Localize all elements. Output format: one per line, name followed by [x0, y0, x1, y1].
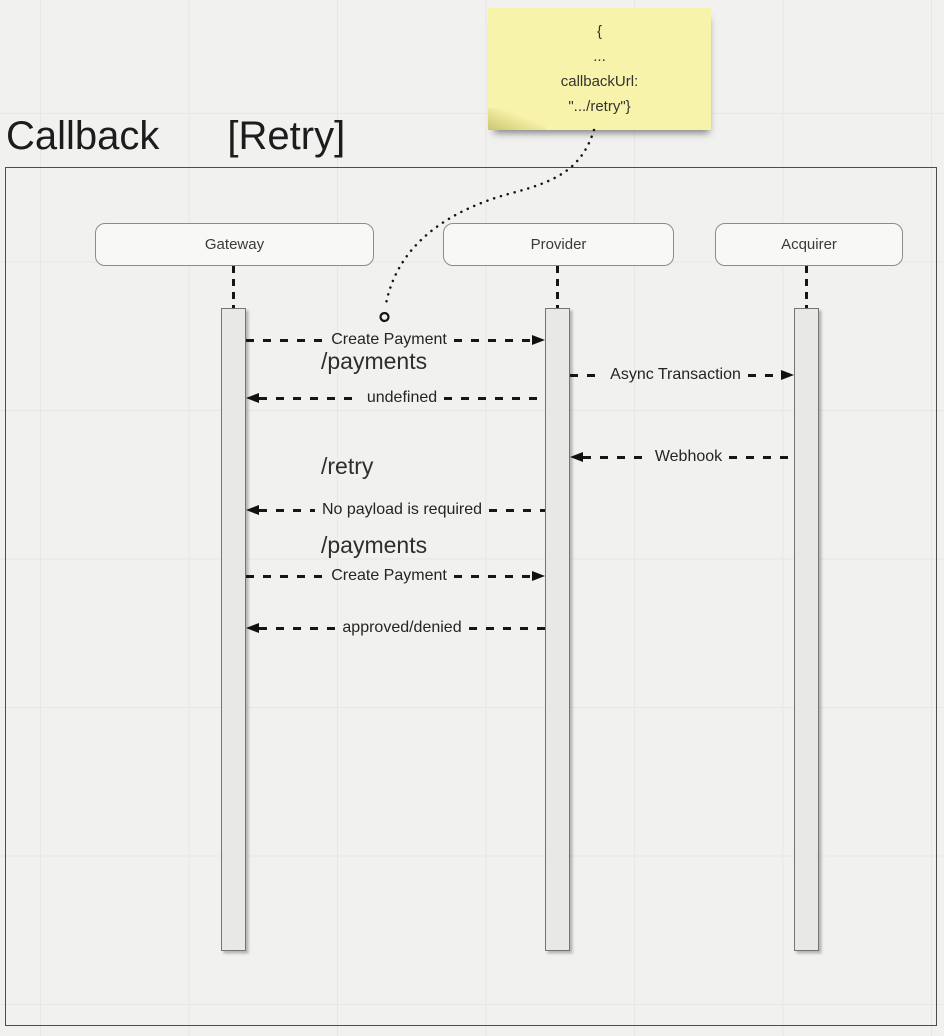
note-line: ".../retry"}: [568, 98, 631, 115]
message-approved-denied[interactable]: approved/denied: [246, 617, 545, 639]
lifeline-label: Gateway: [204, 236, 265, 253]
message-label: Create Payment: [331, 331, 447, 348]
path-label-payments-1[interactable]: /payments: [321, 348, 428, 374]
arrowhead-right-icon: [781, 370, 795, 380]
diagram-title[interactable]: Callback [Retry]: [6, 112, 345, 160]
dashed-line-segment: [468, 626, 545, 630]
dashed-line-segment: [246, 574, 325, 578]
title-name: Callback: [6, 114, 160, 158]
path-label-payments-2[interactable]: /payments: [321, 532, 428, 558]
path-label-retry[interactable]: /retry: [321, 453, 374, 479]
note-fold-corner: [488, 108, 546, 130]
arrowhead-left-icon: [246, 623, 259, 633]
message-label: approved/denied: [342, 619, 462, 636]
dashed-line-segment: [453, 338, 533, 342]
activation-bar-gateway[interactable]: [221, 308, 246, 951]
dashed-line-segment: [259, 508, 315, 512]
dashed-line-segment: [259, 396, 360, 400]
dashed-line-segment: [489, 508, 545, 512]
lifeline-stem-acquirer: [805, 266, 808, 308]
message-label: Create Payment: [331, 567, 447, 584]
message-label: No payload is required: [321, 501, 483, 518]
message-label: Webhook: [654, 448, 723, 465]
message-async-transaction[interactable]: Async Transaction: [570, 364, 795, 386]
lifeline-stem-provider: [556, 266, 559, 308]
note-line: ...: [593, 48, 606, 65]
message-webhook[interactable]: Webhook: [570, 446, 794, 468]
dashed-line-segment: [747, 373, 782, 377]
title-qualifier: [Retry]: [227, 114, 346, 158]
dashed-line-segment: [729, 455, 794, 459]
arrowhead-right-icon: [532, 571, 546, 581]
lifeline-header-gateway[interactable]: Gateway: [95, 223, 374, 266]
lifeline-stem-gateway: [232, 266, 235, 308]
message-create-payment-2[interactable]: Create Payment: [246, 565, 546, 587]
dashed-line-segment: [259, 626, 336, 630]
lifeline-header-provider[interactable]: Provider: [443, 223, 674, 266]
dashed-line-segment: [453, 574, 533, 578]
message-label: Async Transaction: [610, 366, 741, 383]
activation-bar-provider[interactable]: [545, 308, 570, 951]
arrowhead-left-icon: [570, 452, 583, 462]
arrowhead-left-icon: [246, 393, 259, 403]
lifeline-label: Acquirer: [781, 236, 837, 253]
note-line: {: [596, 23, 602, 40]
note-line: callbackUrl:: [560, 73, 639, 90]
arrowhead-left-icon: [246, 505, 259, 515]
dashed-line-segment: [444, 396, 546, 400]
message-undefined-response[interactable]: undefined: [246, 387, 546, 409]
message-create-payment-1[interactable]: Create Payment: [246, 329, 546, 351]
dashed-line-segment: [583, 455, 648, 459]
lifeline-header-acquirer[interactable]: Acquirer: [715, 223, 903, 266]
sticky-note[interactable]: { ... callbackUrl: ".../retry"}: [488, 8, 711, 130]
arrowhead-right-icon: [532, 335, 546, 345]
dashed-line-segment: [570, 373, 604, 377]
dashed-line-segment: [246, 338, 325, 342]
activation-bar-acquirer[interactable]: [794, 308, 819, 951]
message-no-payload[interactable]: No payload is required: [246, 499, 545, 521]
message-label: undefined: [366, 389, 438, 406]
lifeline-label: Provider: [530, 236, 587, 253]
